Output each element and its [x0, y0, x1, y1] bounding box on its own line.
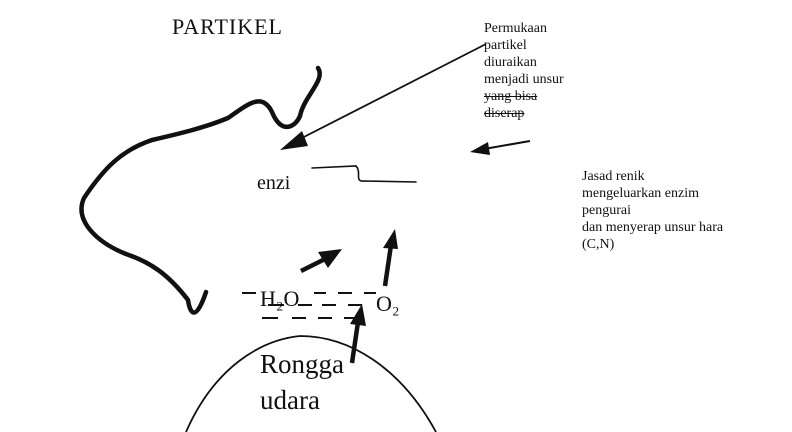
- particle-annotation-line: Permukaan: [484, 21, 547, 36]
- oxygen-label: O₂: [376, 291, 400, 316]
- microbe-annotation-line: Jasad renik: [582, 169, 645, 184]
- pointer-arrow-line: [297, 43, 487, 141]
- air-cavity-label-line: Rongga: [260, 349, 344, 379]
- microbe-annotation-line: dan menyerap unsur hara: [582, 220, 724, 235]
- particle-annotation-line: diuraikan: [484, 55, 537, 70]
- oxygen-arrow-line: [382, 244, 394, 287]
- particle-outline: [79, 65, 322, 315]
- oxygen-arrow-head: [383, 229, 398, 249]
- microbe-annotation-line: mengeluarkan enzim: [582, 186, 700, 201]
- air-cavity-arc: [185, 335, 437, 432]
- water-arrow-head: [318, 249, 342, 268]
- particle-annotation-line: diserap: [484, 106, 525, 121]
- particle-annotation-line: menjadi unsur: [484, 72, 564, 87]
- water-arrow-line: [299, 256, 327, 274]
- particle-annotation-line: partikel: [484, 38, 527, 53]
- water-film-dashes: [242, 292, 376, 319]
- air-cavity-label-line: udara: [260, 385, 320, 415]
- enzyme-label: enzi: [257, 172, 291, 194]
- water-label: H₂O: [260, 286, 300, 311]
- diagram-title: PARTIKEL: [172, 14, 283, 39]
- microbe-arrow-head: [470, 142, 490, 155]
- hypha-line: [311, 165, 417, 183]
- microbe-annotation: Jasad renik mengeluarkan enzim pengurai …: [582, 168, 723, 253]
- microbe-annotation-line: (C,N): [582, 237, 615, 252]
- particle-annotation: Permukaan partikel diuraikan menjadi uns…: [484, 20, 564, 122]
- particle-annotation-line: yang bisa: [484, 89, 538, 104]
- microbe-annotation-line: pengurai: [582, 203, 631, 218]
- air-arrow-head: [350, 304, 366, 326]
- microbe-arrow-line: [483, 140, 531, 150]
- air-cavity-label: Rongga udara: [260, 346, 344, 418]
- air-arrow-line: [349, 321, 361, 364]
- pointer-arrow-head: [280, 131, 308, 150]
